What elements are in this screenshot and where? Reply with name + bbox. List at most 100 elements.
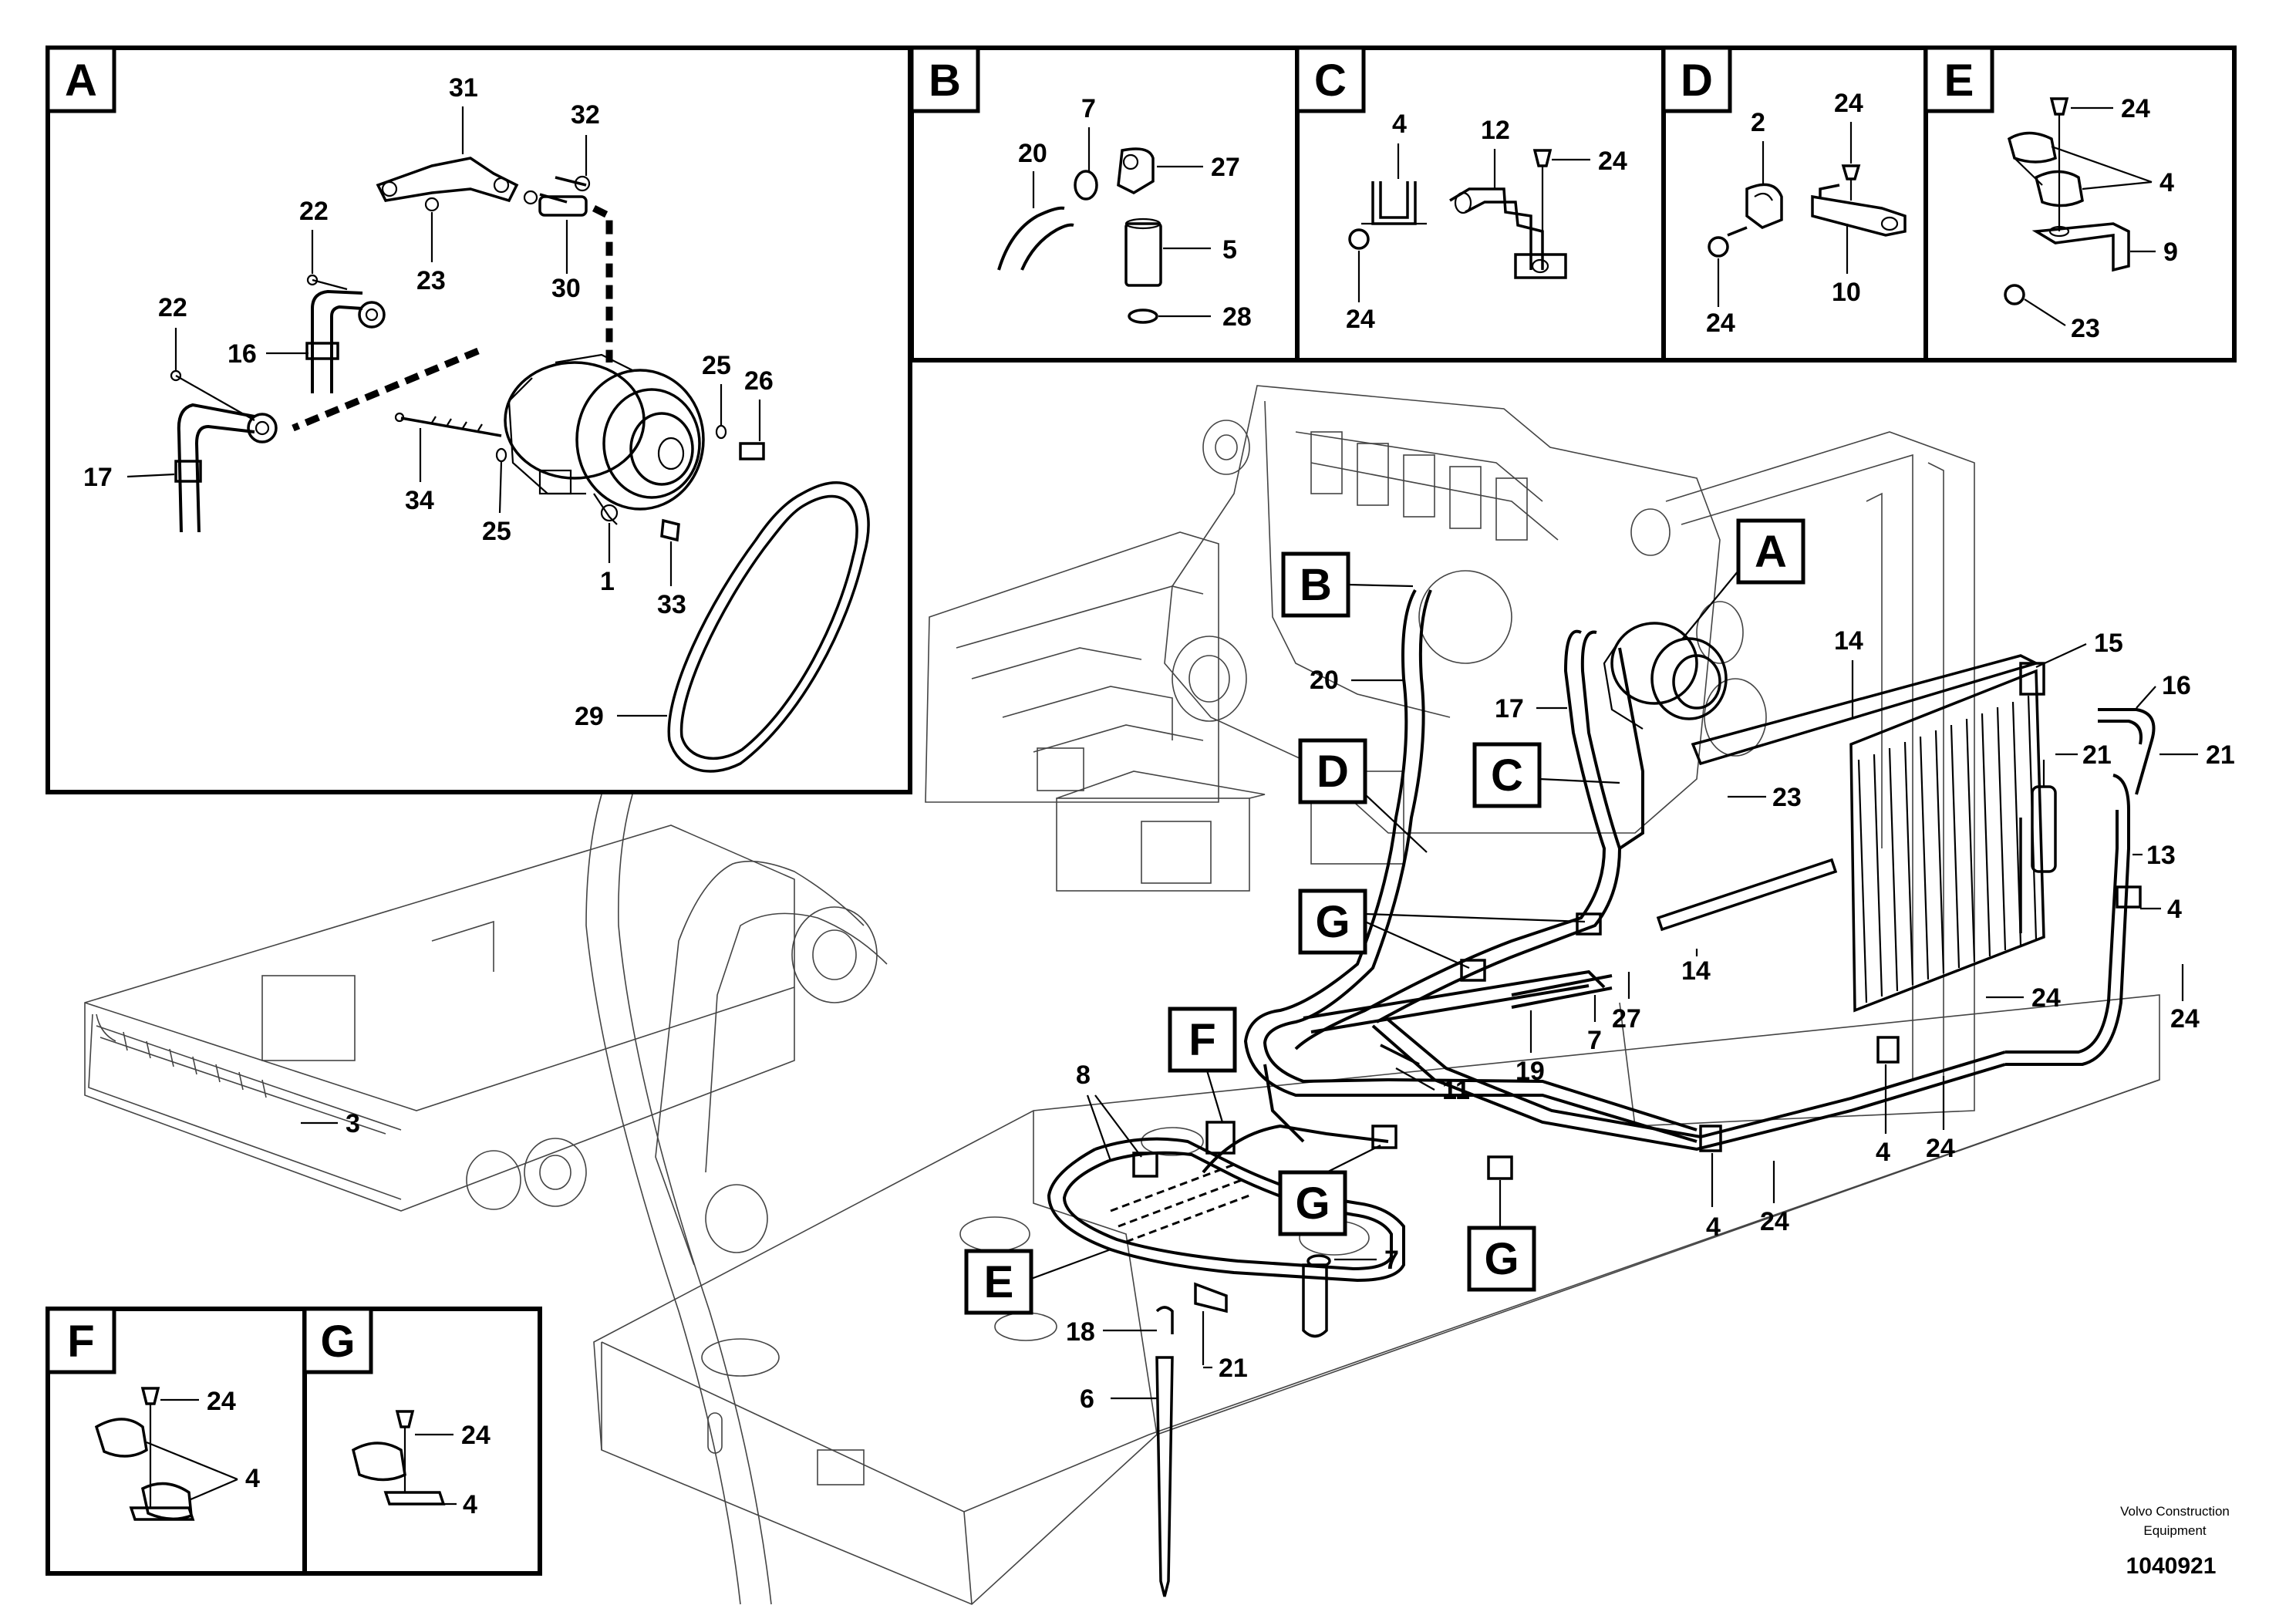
part-label: 24 [1598, 147, 1627, 176]
part-label: 24 [2031, 983, 2061, 1013]
svg-text:G: G [1295, 1179, 1330, 1229]
panel-e-frame [1923, 46, 2237, 363]
part-label: 28 [1222, 302, 1252, 332]
panel-g-frame [302, 1307, 542, 1576]
part-label: 24 [2121, 94, 2150, 123]
part-label: 23 [1772, 783, 1802, 812]
svg-text:G: G [1315, 897, 1350, 947]
callout-g-3: G [1467, 1180, 1536, 1292]
manufacturer-line-1: Volvo Construction [2120, 1504, 2230, 1519]
part-label: 25 [482, 517, 511, 546]
svg-text:B: B [1300, 560, 1332, 610]
part-label: 14 [1834, 626, 1863, 656]
panel-d-tag: D [1661, 46, 1732, 113]
part-label: 30 [551, 274, 581, 303]
part-label: 14 [1681, 956, 1711, 986]
svg-text:C: C [1314, 56, 1347, 106]
part-label: 22 [299, 197, 329, 226]
part-label: 19 [1515, 1057, 1545, 1086]
part-label: 24 [207, 1387, 236, 1416]
panel-b-drawing [997, 147, 1162, 324]
panel-c-drawing [1348, 149, 1567, 279]
panel-f-tag: F [46, 1307, 116, 1374]
part-label: 23 [2071, 314, 2100, 343]
part-label: 4 [1706, 1212, 1721, 1242]
part-label: 24 [1926, 1134, 1955, 1163]
part-label: 5 [1222, 235, 1237, 265]
part-label: 16 [228, 339, 257, 369]
part-label: 22 [158, 293, 187, 322]
part-label: 27 [1612, 1004, 1641, 1034]
part-label: 21 [2082, 740, 2112, 770]
document-number: 1040921 [2126, 1553, 2217, 1579]
svg-text:B: B [929, 56, 961, 106]
panel-g-labels: 24 4 [415, 1421, 491, 1519]
panel-f-drawing [94, 1387, 195, 1521]
panel-g-drawing [351, 1410, 446, 1506]
part-label: 7 [1081, 94, 1096, 123]
svg-text:C: C [1491, 750, 1523, 801]
part-label: 24 [2170, 1004, 2200, 1034]
panel-c-labels: 4 12 24 24 [1346, 110, 1627, 334]
part-label: 27 [1211, 153, 1240, 182]
callout-g-2: G [1278, 1145, 1381, 1236]
part-label: 13 [2146, 841, 2176, 870]
part-label: 23 [416, 266, 446, 295]
part-label: 4 [2159, 168, 2174, 197]
main-compressor-drawing [1603, 622, 1728, 730]
part-label: 10 [1832, 278, 1861, 307]
part-label: 16 [2162, 671, 2191, 700]
panel-a-labels: 31 32 22 23 30 22 16 25 26 17 34 25 1 33… [83, 73, 774, 731]
callout-a: A [1681, 518, 1805, 641]
part-label: 24 [1760, 1207, 1789, 1236]
part-label: 21 [2206, 740, 2235, 770]
svg-text:A: A [65, 56, 97, 106]
part-label: 24 [1346, 305, 1375, 334]
part-label: 29 [575, 702, 604, 731]
panel-a-frame [46, 46, 912, 794]
svg-text:D: D [1681, 56, 1713, 106]
part-label: 18 [1066, 1317, 1095, 1347]
part-label: 4 [1392, 110, 1407, 139]
part-label: 7 [1384, 1246, 1399, 1275]
part-label: 7 [1587, 1026, 1602, 1055]
part-label: 2 [1751, 108, 1765, 137]
main-part-labels: 20 17 14 15 16 21 21 23 13 4 24 14 24 27… [301, 626, 2235, 1414]
part-label: 20 [1310, 666, 1339, 695]
callout-d: D [1298, 738, 1428, 853]
svg-text:A: A [1755, 527, 1787, 577]
panel-a-tag: A [46, 46, 116, 113]
part-label: 24 [461, 1421, 491, 1450]
panel-e-labels: 24 4 9 23 [2024, 94, 2178, 343]
svg-text:G: G [1484, 1234, 1519, 1284]
svg-text:D: D [1317, 747, 1349, 797]
part-label: 1 [600, 567, 615, 596]
part-label: 24 [1706, 309, 1735, 338]
part-label: 33 [657, 590, 686, 619]
part-label: 21 [1219, 1354, 1248, 1383]
panel-g-tag: G [302, 1307, 373, 1374]
part-label: 15 [2094, 629, 2123, 658]
part-label: 3 [346, 1109, 360, 1138]
part-label: 11 [1442, 1076, 1470, 1105]
part-label: 26 [744, 366, 774, 396]
condenser-drawing [1656, 654, 2057, 1013]
part-label: 12 [1481, 116, 1510, 145]
part-label: 32 [571, 100, 600, 130]
part-label: 31 [449, 73, 478, 103]
callout-c: C [1472, 742, 1620, 808]
svg-text:F: F [67, 1317, 94, 1367]
part-label: 25 [702, 351, 731, 380]
part-label: 4 [2167, 895, 2182, 924]
callout-f: F [1168, 1007, 1237, 1123]
panel-e-tag: E [1923, 46, 1994, 113]
part-label: 4 [245, 1464, 260, 1493]
callout-e: E [964, 1248, 1111, 1315]
part-label: 34 [405, 486, 434, 515]
manufacturer-line-2: Equipment [2143, 1523, 2207, 1538]
part-label: 24 [1834, 89, 1863, 118]
part-label: 9 [2163, 238, 2178, 267]
part-label: 17 [1495, 694, 1524, 723]
panel-b-labels: 7 20 27 5 28 [1018, 94, 1252, 332]
